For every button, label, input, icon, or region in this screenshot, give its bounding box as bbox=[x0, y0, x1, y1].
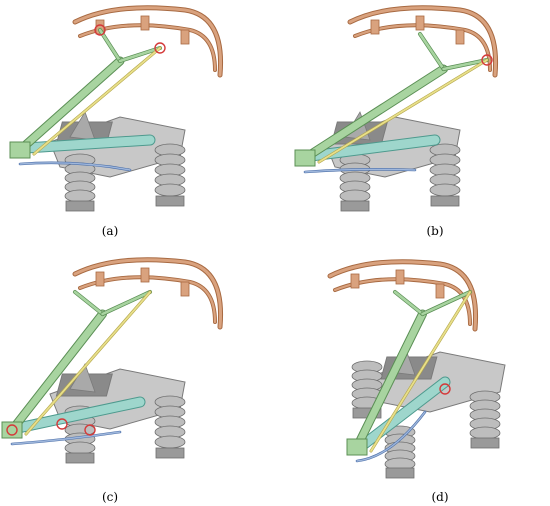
support-insulator bbox=[384, 425, 416, 479]
link-rod bbox=[355, 410, 427, 463]
pantograph-panel-a bbox=[0, 0, 275, 240]
upper-arm bbox=[346, 290, 472, 456]
link-rod bbox=[10, 430, 122, 446]
support-insulator bbox=[154, 395, 186, 459]
pantograph-panel-d bbox=[275, 252, 550, 502]
upper-arm bbox=[294, 32, 489, 167]
support-insulator bbox=[339, 153, 371, 212]
lower-arm bbox=[357, 376, 451, 451]
joint-highlight-circle bbox=[94, 24, 106, 36]
pan-head bbox=[327, 259, 479, 332]
lower-arm bbox=[12, 396, 146, 434]
support-insulator bbox=[154, 143, 186, 207]
pull-rod bbox=[24, 290, 152, 436]
support-insulator bbox=[64, 153, 96, 212]
lower-arm bbox=[20, 134, 156, 154]
pantograph-drawing-d bbox=[327, 259, 506, 479]
support-insulator bbox=[429, 143, 461, 207]
pan-head bbox=[72, 257, 224, 330]
caption-d: (d) bbox=[431, 490, 449, 504]
pull-rod bbox=[32, 46, 162, 156]
pull-rod bbox=[317, 58, 489, 164]
joint-highlight-circle bbox=[154, 42, 166, 54]
joint-highlight-circle bbox=[84, 424, 96, 436]
pull-rod bbox=[369, 290, 472, 453]
joint-highlight-circle bbox=[56, 418, 68, 430]
joint-highlight-circle bbox=[6, 424, 18, 436]
link-rod bbox=[303, 168, 417, 174]
pantograph-drawing-a bbox=[9, 5, 224, 212]
joint-highlight-circle bbox=[439, 383, 451, 395]
pantograph-panel-c bbox=[0, 252, 275, 502]
pantograph-panel-b bbox=[275, 0, 550, 240]
support-insulator bbox=[469, 390, 501, 449]
link-rod bbox=[18, 161, 132, 172]
pantograph-drawing-b bbox=[294, 5, 499, 212]
caption-b: (b) bbox=[426, 224, 444, 238]
pan-head bbox=[347, 5, 499, 78]
joint-highlight-circle bbox=[481, 54, 493, 66]
caption-a: (a) bbox=[101, 224, 119, 238]
pan-head bbox=[72, 5, 224, 78]
pantograph-drawing-c bbox=[1, 257, 224, 464]
upper-arm bbox=[1, 290, 152, 439]
support-insulator bbox=[64, 405, 96, 464]
caption-c: (c) bbox=[101, 490, 119, 504]
upper-arm bbox=[9, 28, 162, 159]
